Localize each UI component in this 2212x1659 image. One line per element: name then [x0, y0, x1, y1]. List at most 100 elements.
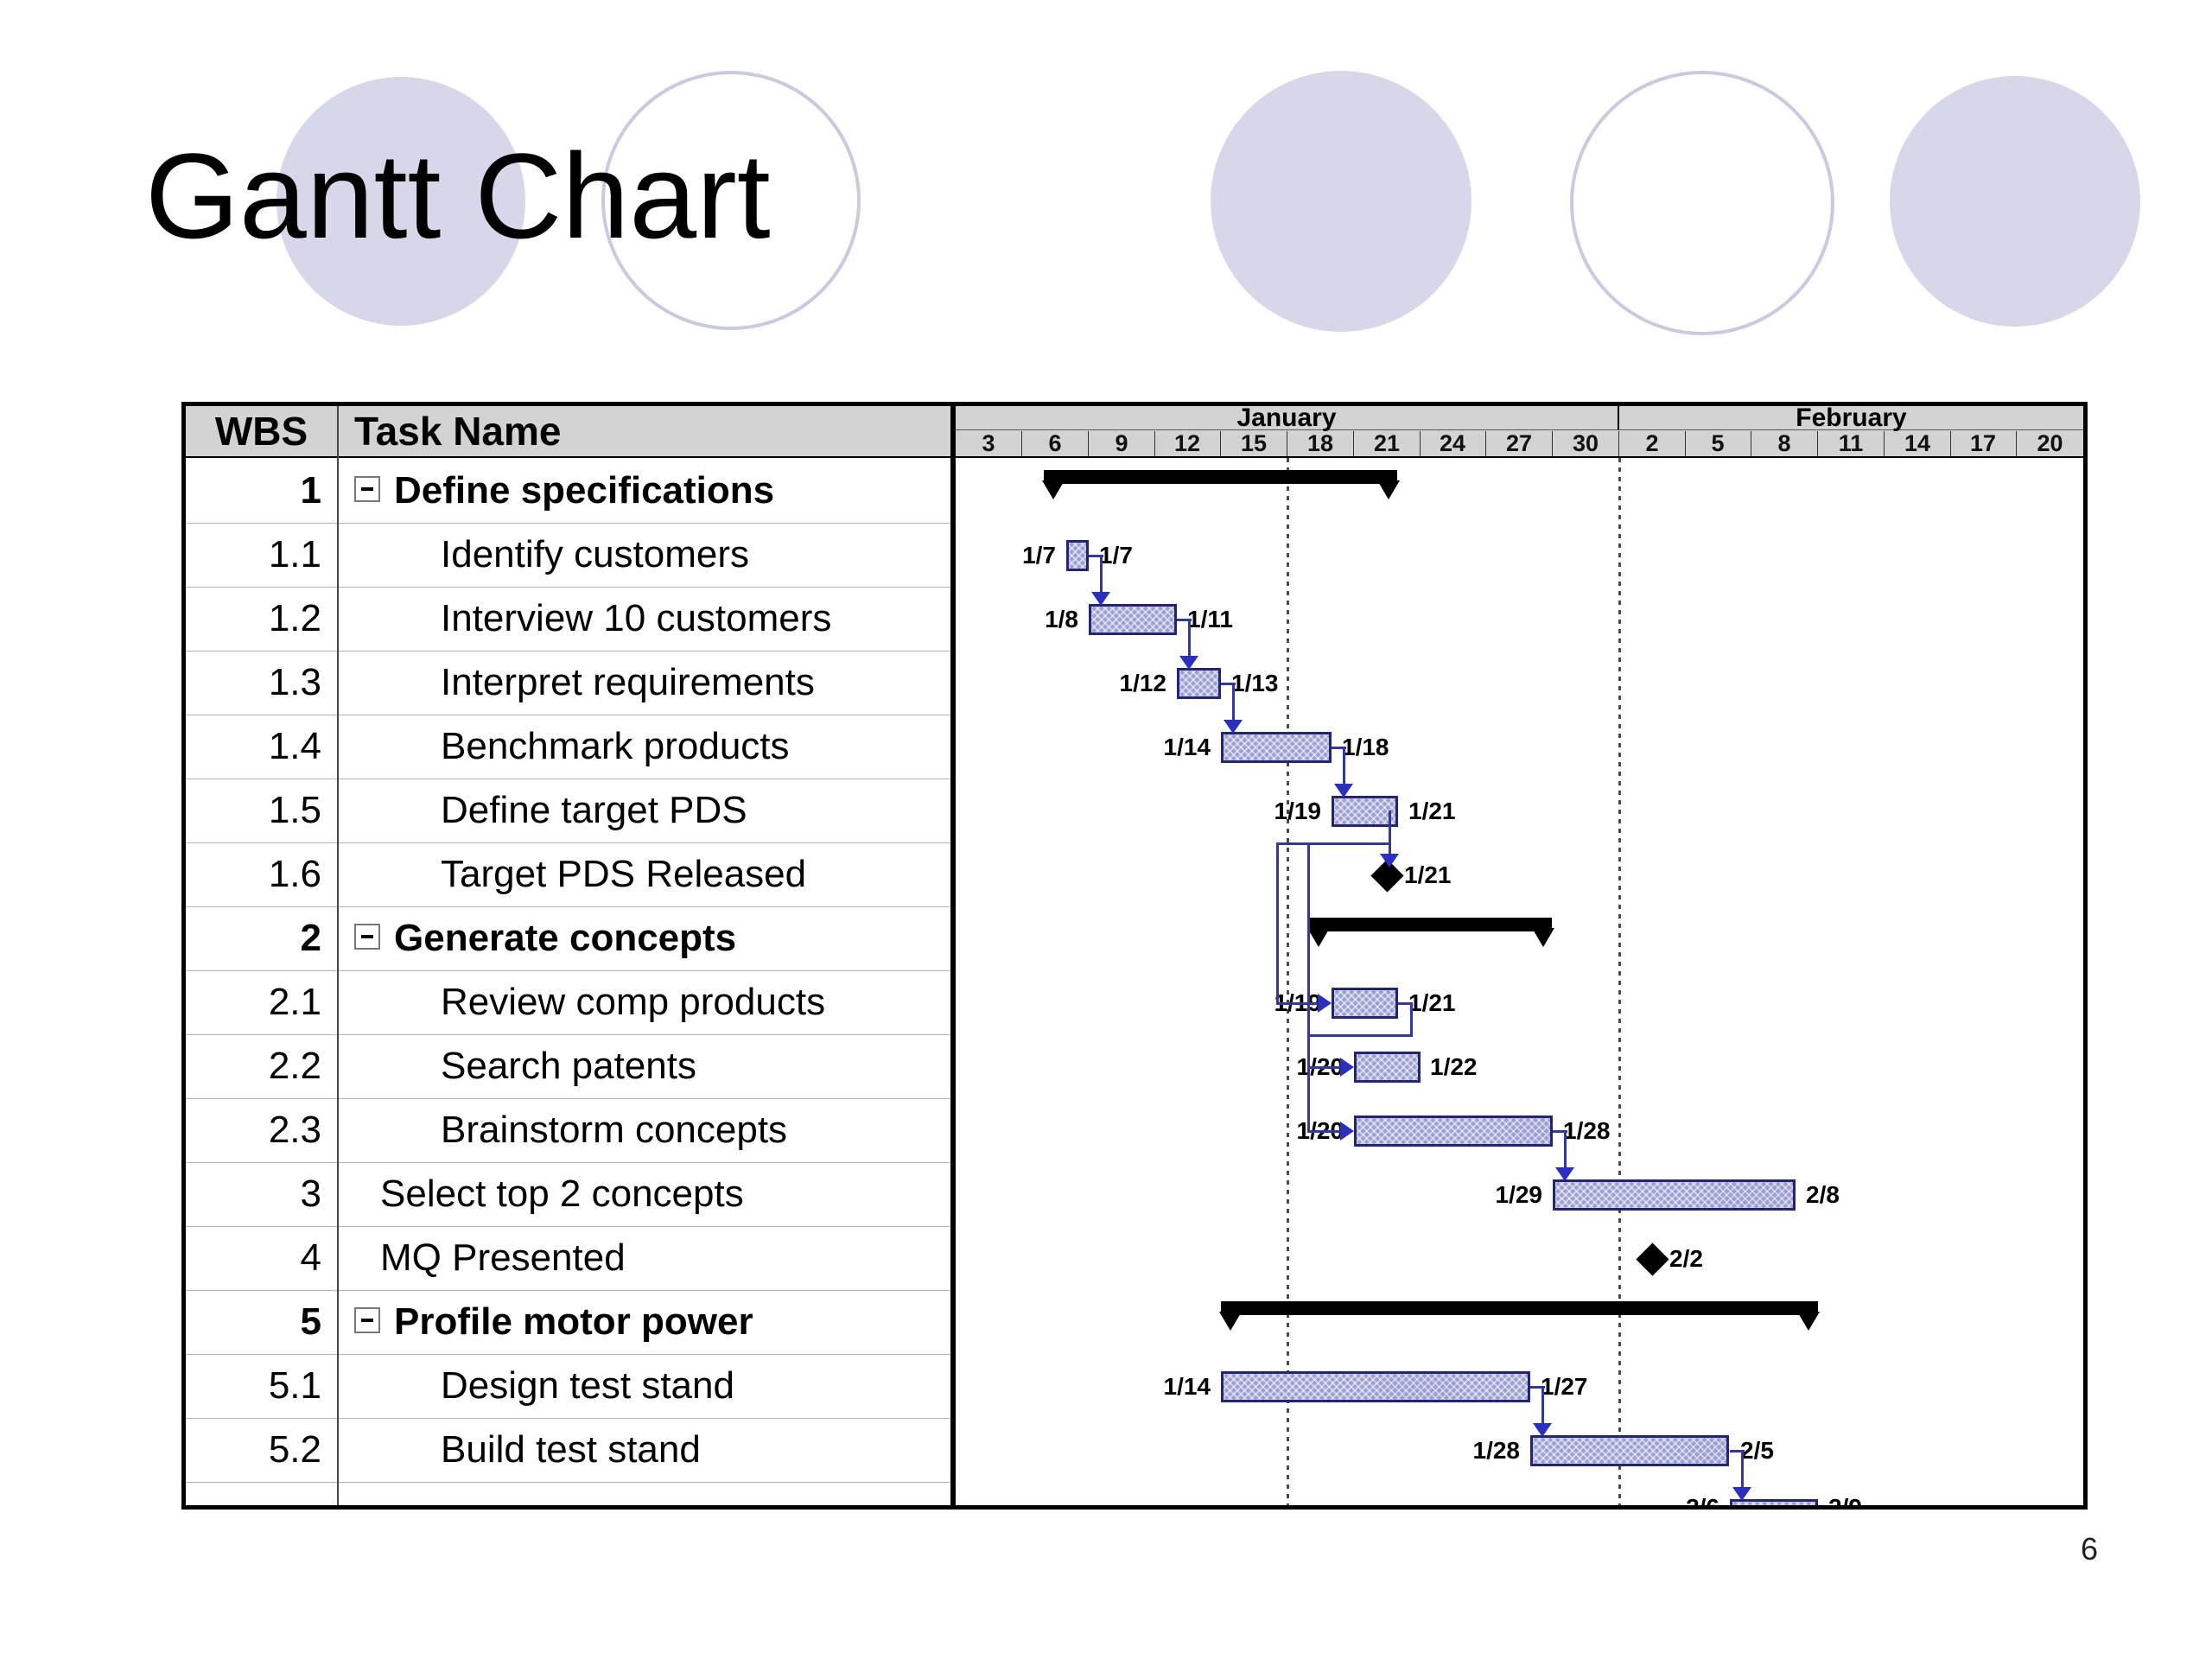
summary-start-triangle [1042, 480, 1065, 499]
task-name-cell: MQ Presented [380, 1236, 626, 1279]
link-arrowhead-down [1091, 592, 1110, 606]
status-date-gridline [1618, 458, 1621, 1505]
wbs-cell: 2.2 [268, 1045, 321, 1087]
link-line [1398, 1002, 1413, 1005]
wbs-task-divider [337, 406, 339, 1505]
table-row: 5 Profile motor power [186, 1291, 953, 1355]
summary-start-triangle [1307, 928, 1330, 947]
tick-cell: 30 [1553, 431, 1619, 456]
task-name-cell: Interview 10 customers [441, 597, 832, 639]
task-name-cell: Select top 2 concepts [380, 1173, 744, 1215]
task-name-cell: Design test stand [441, 1364, 734, 1407]
link-arrowhead-right [1340, 1122, 1354, 1141]
summary-bar [1221, 1301, 1818, 1315]
bar-date-label: 1/7 [1022, 542, 1056, 569]
task-bar [1354, 1116, 1553, 1147]
link-arrowhead-down [1533, 1423, 1552, 1437]
tick-cell: 15 [1221, 431, 1287, 456]
task-name-cell: Search patents [441, 1045, 696, 1087]
bar-date-label: 1/12 [1119, 670, 1167, 696]
circle-filled-3-shape [1890, 76, 2140, 327]
bar-date-label: 2/8 [1806, 1181, 1840, 1208]
task-bar [1354, 1052, 1421, 1083]
link-arrowhead-down [1334, 784, 1353, 798]
link-line [1276, 1002, 1318, 1005]
link-arrowhead-down [1555, 1167, 1574, 1181]
summary-bar [1309, 918, 1552, 931]
link-line [1100, 555, 1103, 592]
circle-filled-2-shape [1211, 71, 1471, 332]
tick-cell: 20 [2037, 430, 2063, 456]
bar-date-label: 1/8 [1045, 606, 1078, 632]
link-arrowhead-down [1179, 656, 1198, 670]
bar-date-label: 1/19 [1274, 798, 1322, 824]
link-arrowhead-down [1380, 854, 1399, 868]
summary-end-triangle [1797, 1312, 1820, 1331]
table-row [186, 1483, 953, 1505]
task-bar [1066, 540, 1089, 571]
task-bar [1332, 988, 1398, 1019]
summary-start-triangle [1219, 1312, 1242, 1331]
month-label-february: February [1619, 406, 2083, 431]
bar-date-label: 1/14 [1163, 734, 1211, 760]
task-name-cell: Profile motor power [354, 1291, 753, 1355]
bar-date-label: 1/27 [1541, 1373, 1588, 1400]
page-number: 6 [2081, 1531, 2099, 1567]
tick-cell: 9 [1089, 431, 1155, 456]
tick-cell: 18 [1287, 431, 1354, 456]
link-line [1307, 1130, 1340, 1133]
task-name-cell: Interpret requirements [441, 661, 815, 703]
tick-cell: 24 [1420, 431, 1486, 456]
collapse-minus-icon [354, 476, 380, 503]
wbs-cell: 4 [300, 1236, 321, 1279]
link-line [1730, 1450, 1745, 1452]
tick-cell: 3 [956, 431, 1022, 456]
tick-cell: 12 [1154, 431, 1221, 456]
bar-date-label: 2/6 [1547, 1495, 1719, 1506]
table-row: 2.2 Search patents [186, 1035, 953, 1099]
table-header: WBS Task Name [186, 406, 953, 458]
wbs-cell: 2 [300, 917, 321, 959]
collapse-minus-icon [354, 924, 380, 950]
task-name-cell: Define specifications [354, 460, 774, 524]
wbs-cell: 5 [300, 1300, 321, 1343]
summary-end-triangle [1377, 480, 1400, 499]
page-title: Gantt Chart [145, 128, 771, 264]
tick-cell: 6 [1022, 431, 1089, 456]
tick-cell: 27 [1486, 431, 1553, 456]
tick-cell: 11 [1818, 431, 1885, 456]
circle-outline-2-shape [1570, 71, 1834, 335]
wbs-cell: 1.1 [268, 533, 321, 575]
link-arrowhead-right [1340, 1058, 1354, 1077]
task-bar [1553, 1179, 1796, 1211]
tick-cell: 17 [1950, 431, 2017, 456]
wbs-cell [186, 1483, 321, 1505]
bar-date-label: 1/22 [1430, 1053, 1478, 1080]
wbs-cell: 1.5 [268, 789, 321, 831]
wbs-column-header: WBS [214, 409, 308, 454]
task-name-cell: Define target PDS [441, 789, 747, 831]
link-line [1232, 683, 1235, 720]
circle-outline-1-shape [601, 71, 861, 330]
task-bar [1730, 1499, 1818, 1505]
link-arrowhead-right [1318, 994, 1332, 1013]
wbs-cell: 1.4 [268, 725, 321, 767]
wbs-cell: 1 [300, 469, 321, 512]
bar-date-label: 1/18 [1342, 734, 1389, 760]
task-bar [1177, 668, 1221, 699]
link-line [1389, 810, 1391, 854]
link-line [1307, 1066, 1340, 1069]
link-line [1332, 747, 1346, 749]
task-name-cell: Benchmark products [441, 725, 790, 767]
link-line [1089, 555, 1103, 557]
bar-date-label: 2/2 [1669, 1245, 1703, 1272]
status-date-gridline [1287, 458, 1289, 1505]
